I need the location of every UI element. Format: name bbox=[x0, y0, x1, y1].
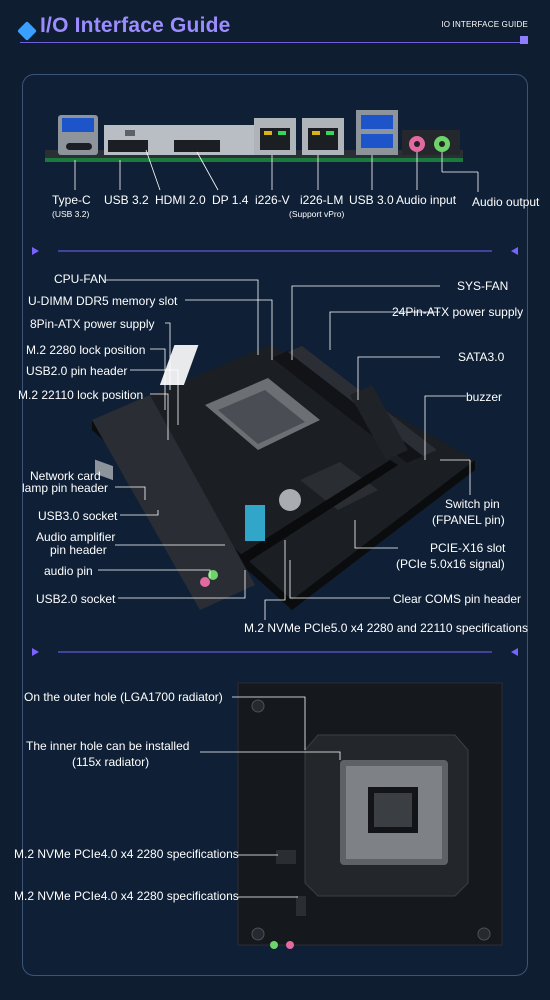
board-top-leader-lines bbox=[98, 279, 471, 620]
label-cpu-fan: CPU-FAN bbox=[54, 272, 107, 286]
io-sublabel-i226lm: (Support vPro) bbox=[289, 209, 345, 219]
label-audio-amp-pin-header: pin header bbox=[50, 543, 107, 557]
io-label-usb30: USB 3.0 bbox=[349, 193, 394, 207]
label-lamp-pin-header: lamp pin header bbox=[22, 481, 109, 495]
separator-1-left-arrow bbox=[32, 247, 39, 255]
header-divider bbox=[20, 42, 525, 43]
label-outer-hole: On the outer hole (LGA1700 radiator) bbox=[24, 690, 223, 704]
label-pcie-signal: (PCIe 5.0x16 signal) bbox=[396, 557, 505, 571]
label-24pin-atx: 24Pin-ATX power supply bbox=[392, 305, 524, 319]
label-8pin-atx: 8Pin-ATX power supply bbox=[30, 317, 155, 331]
io-label-dp: DP 1.4 bbox=[212, 193, 249, 207]
io-label-i226v: i226-V bbox=[255, 193, 290, 207]
page-title: I/O Interface Guide bbox=[40, 14, 231, 37]
label-fpanel-pin: (FPANEL pin) bbox=[432, 513, 505, 527]
io-label-usb32: USB 3.2 bbox=[104, 193, 149, 207]
io-label-hdmi: HDMI 2.0 bbox=[155, 193, 206, 207]
label-sys-fan: SYS-FAN bbox=[457, 279, 509, 293]
label-m2-pcie4-spec-1: M.2 NVMe PCIe4.0 x4 2280 specifications bbox=[14, 847, 239, 861]
label-clear-cmos: Clear COMS pin header bbox=[393, 592, 522, 606]
label-ddr5-slot: U-DIMM DDR5 memory slot bbox=[28, 294, 178, 308]
io-label-type-c: Type-C bbox=[52, 193, 91, 207]
io-label-i226lm: i226-LM bbox=[300, 193, 344, 207]
label-sata: SATA3.0 bbox=[458, 350, 505, 364]
label-audio-pin: audio pin bbox=[44, 564, 93, 578]
board-bottom-leader-lines bbox=[200, 696, 341, 898]
separator-2-left-arrow bbox=[32, 648, 39, 656]
label-usb20-socket: USB2.0 socket bbox=[36, 592, 116, 606]
io-label-audio-input: Audio input bbox=[396, 193, 457, 207]
label-115x-radiator: (115x radiator) bbox=[72, 755, 150, 769]
label-buzzer: buzzer bbox=[466, 390, 503, 404]
label-network-card: Network card bbox=[30, 469, 101, 483]
header-subtitle: IO INTERFACE GUIDE bbox=[441, 20, 528, 29]
io-rear-panel-image bbox=[45, 110, 463, 162]
header-square-icon bbox=[520, 36, 528, 44]
label-inner-hole: The inner hole can be installed bbox=[26, 739, 190, 753]
label-usb20-header: USB2.0 pin header bbox=[26, 364, 128, 378]
label-m2-pcie5-spec: M.2 NVMe PCIe5.0 x4 2280 and 22110 speci… bbox=[244, 621, 528, 635]
label-m2-pcie4-spec-2: M.2 NVMe PCIe4.0 x4 2280 specifications bbox=[14, 889, 239, 903]
label-m2-2280-lock: M.2 2280 lock position bbox=[26, 343, 146, 357]
io-label-audio-output: Audio output bbox=[472, 195, 540, 209]
label-audio-amplifier: Audio amplifier bbox=[36, 530, 116, 544]
label-pcie-x16: PCIE-X16 slot bbox=[430, 541, 506, 555]
label-usb30-socket: USB3.0 socket bbox=[38, 509, 118, 523]
io-leader-lines bbox=[74, 149, 479, 192]
motherboard-bottom-image bbox=[237, 682, 503, 949]
motherboard-top-image bbox=[92, 345, 475, 610]
separator-1-right-arrow bbox=[511, 247, 518, 255]
label-switch-pin: Switch pin bbox=[445, 497, 500, 511]
separator-2-right-arrow bbox=[511, 648, 518, 656]
io-sublabel-type-c: (USB 3.2) bbox=[52, 209, 90, 219]
label-m2-22110-lock: M.2 22110 lock position bbox=[18, 388, 144, 402]
